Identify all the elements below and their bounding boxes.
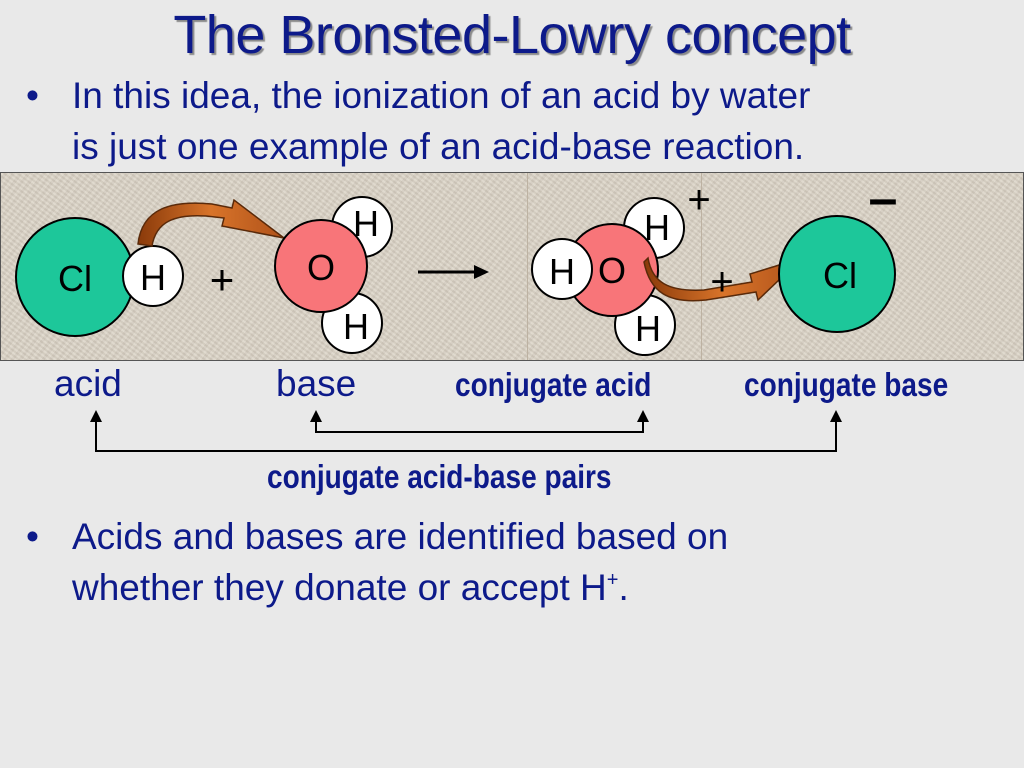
bullet2-line1: Acids and bases are identified based on	[72, 516, 729, 557]
chloride-ion: Cl –	[778, 170, 898, 333]
bullet2-line2: whether they donate or accept H+.	[72, 564, 629, 612]
hydrogen-symbol: H	[140, 257, 166, 298]
bullet-icon: •	[26, 516, 39, 557]
bullet1-line2: is just one example of an acid-base reac…	[72, 126, 805, 167]
hydronium-charge: +	[687, 178, 710, 222]
oxygen-atom	[274, 219, 368, 313]
bullet2-line2-period: .	[618, 567, 629, 608]
hydrogen-atom	[122, 245, 184, 307]
electron-pair-arrow-icon	[643, 256, 803, 302]
acid-label: acid	[54, 363, 122, 404]
slide-title: The Bronsted-Lowry concept	[173, 5, 851, 65]
conjugate-pairs-label: conjugate acid-base pairs	[267, 458, 612, 495]
hydrogen-symbol: H	[644, 207, 670, 248]
bullet1-line1: In this idea, the ionization of an acid …	[72, 75, 811, 116]
pair-bracket-inner	[310, 410, 649, 433]
proton-charge-superscript: +	[606, 569, 619, 591]
panel-divider	[701, 173, 702, 360]
chlorine-atom	[778, 215, 896, 333]
pair-bracket-outer	[90, 410, 842, 452]
base-label: base	[276, 363, 357, 404]
bullet2-line2-text: whether they donate or accept H	[72, 567, 607, 608]
product-plus-sign: +	[710, 260, 733, 304]
oxygen-symbol: O	[598, 250, 626, 291]
oxygen-symbol: O	[307, 247, 335, 288]
hydrogen-symbol: H	[635, 308, 661, 349]
reaction-arrow-icon	[418, 265, 489, 279]
reactant-plus-sign: +	[210, 256, 235, 303]
hydrogen-symbol: H	[549, 251, 575, 292]
water-molecule: O H H	[274, 196, 393, 354]
hydrogen-symbol: H	[353, 203, 379, 244]
hcl-molecule: Cl H	[15, 217, 184, 337]
panel-divider	[527, 173, 528, 360]
chlorine-symbol: Cl	[58, 258, 92, 299]
conjugate-acid-label: conjugate acid	[455, 366, 652, 403]
hydrogen-atom	[531, 238, 593, 300]
proton-transfer-arrow-icon	[137, 198, 285, 247]
chlorine-symbol: Cl	[823, 255, 857, 296]
hydrogen-symbol: H	[343, 306, 369, 347]
conjugate-base-label: conjugate base	[744, 366, 949, 403]
bullet-icon: •	[26, 75, 39, 116]
chloride-charge: –	[869, 170, 898, 228]
hydronium-ion: H O H H +	[531, 178, 711, 356]
